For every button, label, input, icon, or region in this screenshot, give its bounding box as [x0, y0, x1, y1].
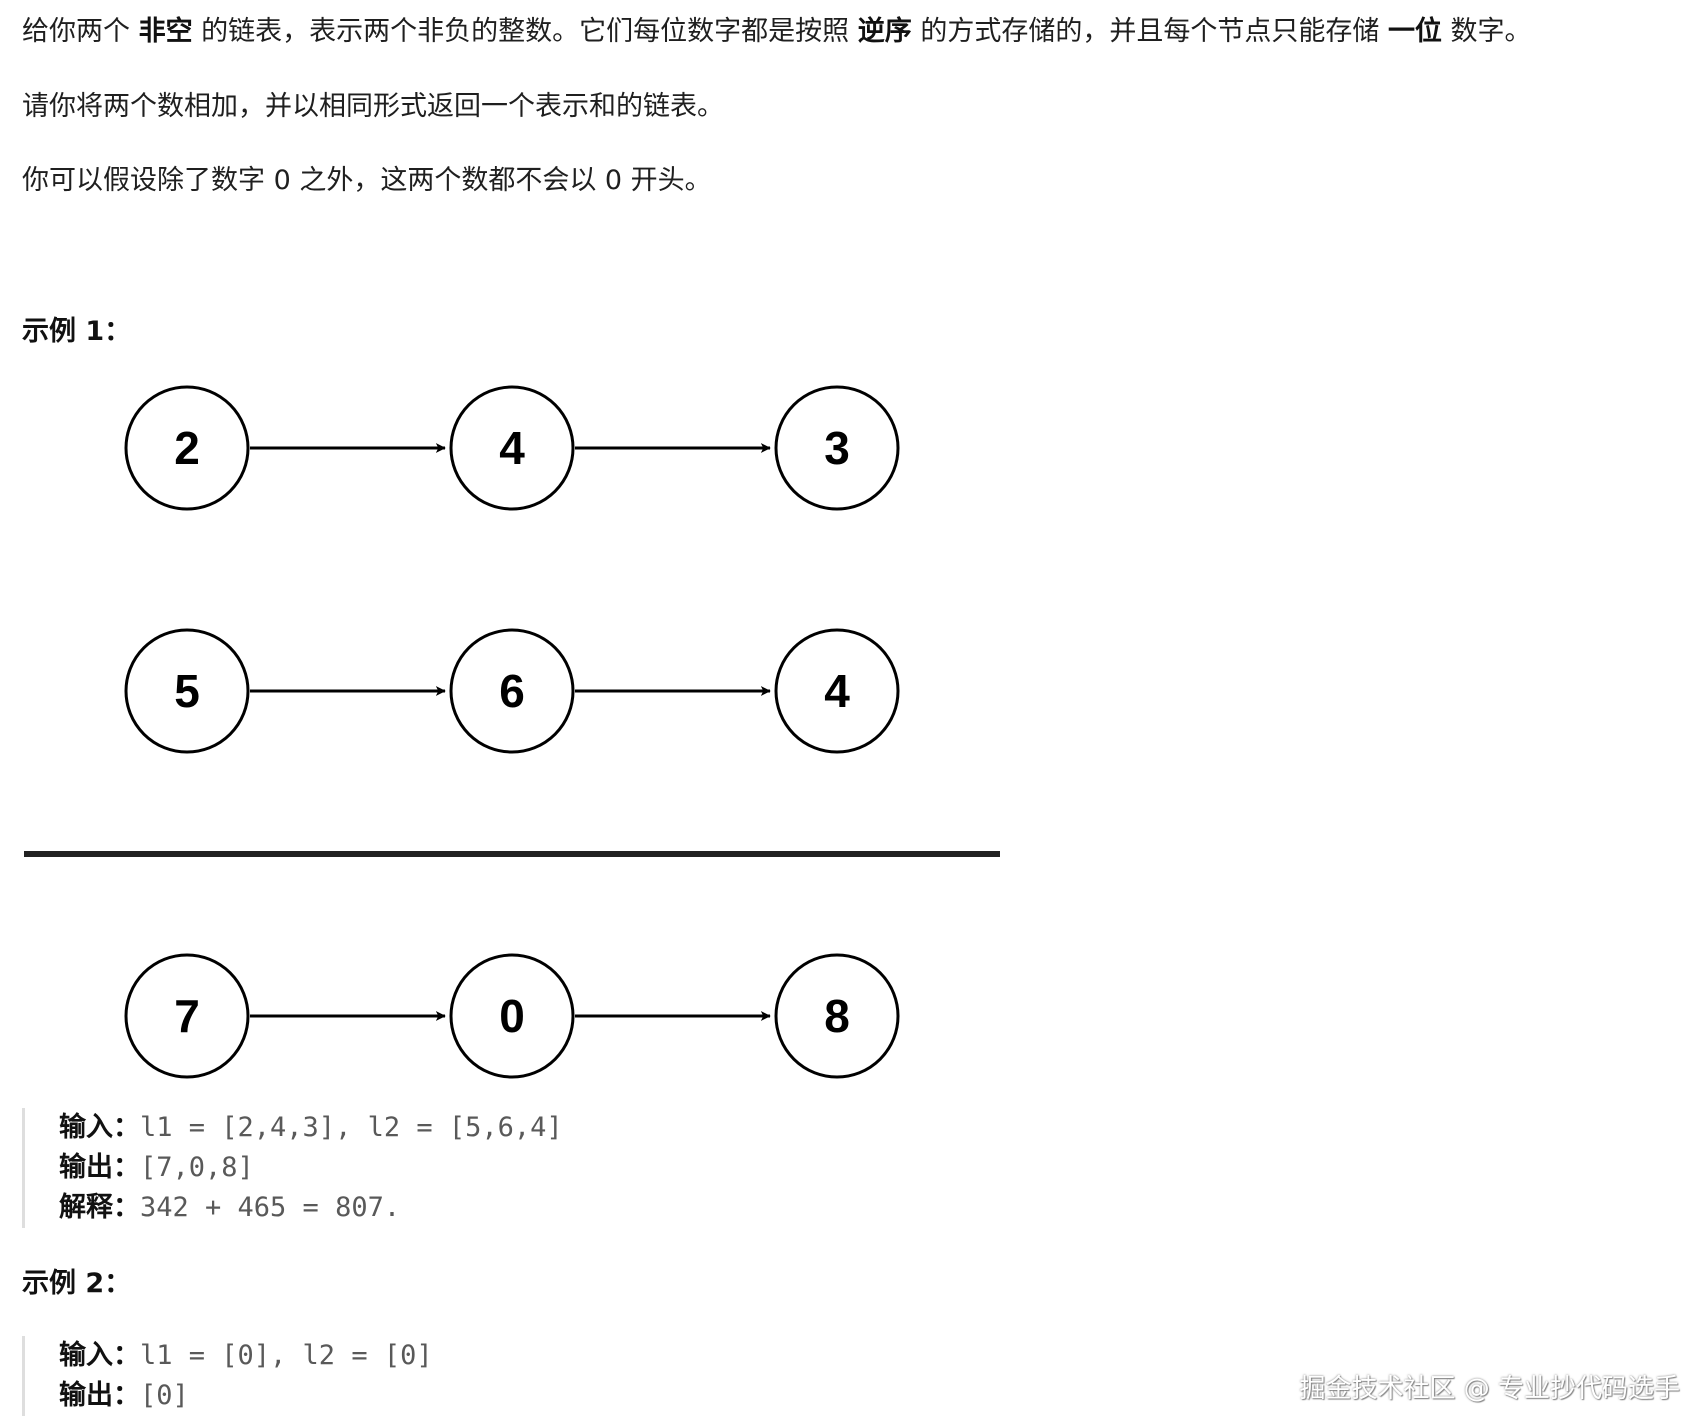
desc-text-4: 数字。 [1441, 16, 1532, 47]
list-2-node-3 [774, 628, 900, 754]
example-1-code-block: 输入：l1 = [2,4,3], l2 = [5,6,4]输出：[7,0,8]解… [22, 1108, 563, 1228]
emphasis-non-empty: 非空 [138, 16, 193, 47]
list-2-node-1 [124, 628, 250, 754]
input-value: l1 = [2,4,3], l2 = [5,6,4] [140, 1112, 563, 1143]
explanation-label: 解释： [59, 1192, 140, 1223]
example-1-input-line: 输入：l1 = [2,4,3], l2 = [5,6,4] [59, 1108, 563, 1148]
output-value: [0] [140, 1380, 189, 1411]
emphasis-single-digit: 一位 [1387, 16, 1442, 47]
result-node-2-value: 0 [499, 990, 525, 1042]
list-1-node-1-value: 2 [174, 422, 200, 474]
watermark-text: 掘金技术社区 @ 专业抄代码选手 [1299, 1374, 1680, 1404]
list-2-node-3-value: 4 [824, 665, 850, 717]
desc-text-3: 的方式存储的，并且每个节点只能存储 [911, 16, 1388, 47]
emphasis-reverse-order: 逆序 [857, 16, 912, 47]
example-1-output-line: 输出：[7,0,8] [59, 1148, 563, 1188]
desc-text-2: 的链表，表示两个非负的整数。它们每位数字都是按照 [192, 16, 858, 47]
list-1-node-3-value: 3 [824, 422, 850, 474]
list-2-row: 5 6 4 [124, 628, 900, 754]
example-1-explanation-line: 解释：342 + 465 = 807. [59, 1188, 563, 1228]
list-2-node-2-value: 6 [499, 665, 525, 717]
list-1-node-3 [774, 385, 900, 511]
output-value: [7,0,8] [140, 1152, 254, 1183]
result-node-2 [449, 953, 575, 1079]
linked-list-addition-diagram: 2 4 3 5 6 4 7 0 8 [24, 385, 1000, 1079]
output-label: 输出： [59, 1380, 140, 1411]
problem-description-paragraph-1: 给你两个 非空 的链表，表示两个非负的整数。它们每位数字都是按照 逆序 的方式存… [22, 12, 1532, 52]
problem-description-paragraph-3: 你可以假设除了数字 0 之外，这两个数都不会以 0 开头。 [22, 165, 712, 196]
explanation-value: 342 + 465 = 807. [140, 1192, 401, 1223]
list-2-node-1-value: 5 [174, 665, 200, 717]
list-1-node-1 [124, 385, 250, 511]
problem-description-paragraph-2: 请你将两个数相加，并以相同形式返回一个表示和的链表。 [22, 91, 724, 122]
result-node-3-value: 8 [824, 990, 850, 1042]
list-2-node-2 [449, 628, 575, 754]
input-label: 输入： [59, 1112, 140, 1143]
example-2-heading: 示例 2： [22, 1268, 132, 1299]
input-label: 输入： [59, 1340, 140, 1371]
desc-text-1: 给你两个 [22, 16, 139, 47]
input-value: l1 = [0], l2 = [0] [140, 1340, 433, 1371]
result-list-row: 7 0 8 [124, 953, 900, 1079]
list-1-row: 2 4 3 [124, 385, 900, 511]
example-2-output-line: 输出：[0] [59, 1376, 433, 1416]
example-2-input-line: 输入：l1 = [0], l2 = [0] [59, 1336, 433, 1376]
result-node-1-value: 7 [174, 990, 200, 1042]
example-2-code-block: 输入：l1 = [0], l2 = [0]输出：[0] [22, 1336, 433, 1416]
result-node-1 [124, 953, 250, 1079]
result-node-3 [774, 953, 900, 1079]
example-1-heading: 示例 1： [22, 316, 132, 347]
output-label: 输出： [59, 1152, 140, 1183]
list-1-node-2-value: 4 [499, 422, 525, 474]
list-1-node-2 [449, 385, 575, 511]
